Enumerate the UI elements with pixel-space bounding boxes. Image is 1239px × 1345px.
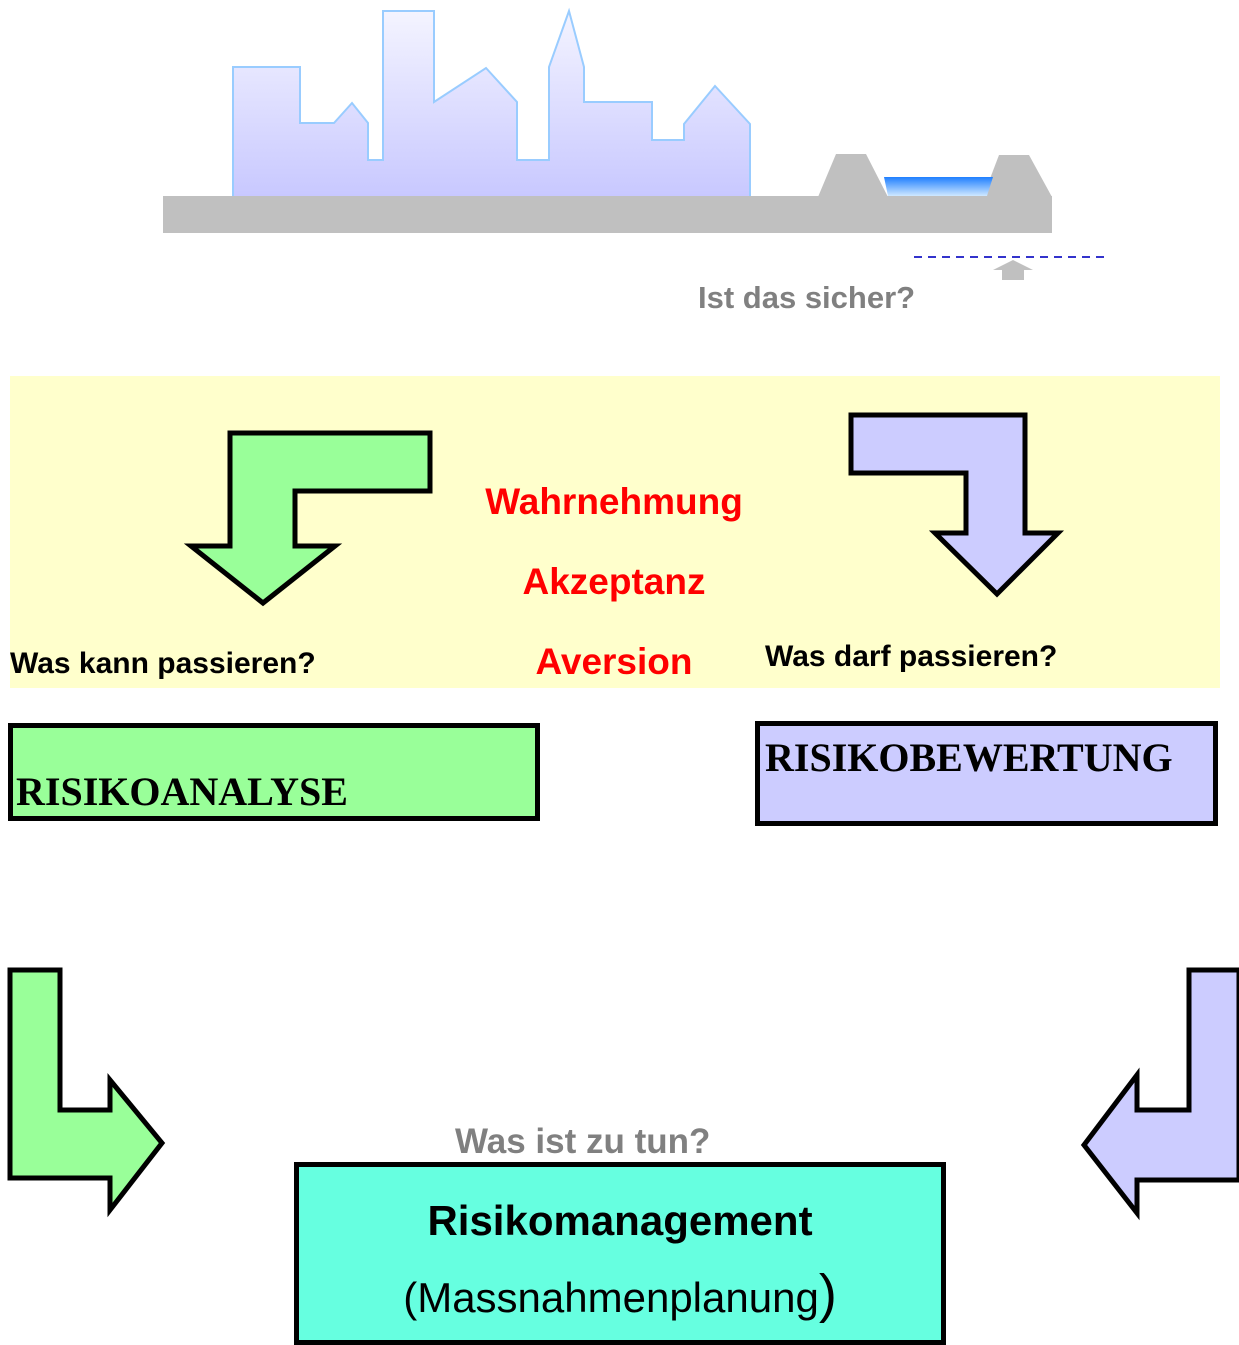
risk-evaluation-label: RISIKOBEWERTUNG (765, 735, 1173, 780)
dike (818, 154, 888, 197)
evaluation-left-arrow (1080, 967, 1239, 1221)
risk-management-box: Risikomanagement (Massnahmenplanung) (294, 1162, 946, 1345)
analysis-down-arrow (183, 430, 433, 607)
paren-open: ( (403, 1274, 418, 1321)
safety-question: Ist das sicher? (698, 280, 916, 315)
evaluation-down-arrow (848, 412, 1065, 598)
risk-analysis-label: RISIKOANALYSE (16, 769, 348, 814)
concept-perception: Wahrnehmung (485, 481, 743, 522)
river-water (884, 177, 993, 196)
left-question: Was kann passieren? (10, 647, 316, 680)
management-question: Was ist zu tun? (455, 1122, 711, 1161)
right-question: Was darf passieren? (765, 640, 1058, 673)
risk-management-subtitle: (Massnahmenplanung) (299, 1263, 941, 1325)
up-arrow-icon (993, 260, 1033, 280)
subtitle-text: Massnahmenplanung (417, 1274, 819, 1321)
risk-analysis-box: RISIKOANALYSE (8, 723, 540, 821)
city-skyline (232, 7, 751, 198)
paren-close: ) (818, 1264, 837, 1324)
analysis-right-arrow (7, 967, 166, 1218)
dike (983, 155, 1052, 197)
risk-evaluation-box: RISIKOBEWERTUNG (755, 721, 1218, 826)
concept-aversion: Aversion (535, 641, 693, 682)
risk-management-title: Risikomanagement (427, 1197, 813, 1244)
ground (163, 196, 1052, 233)
concept-acceptance: Akzeptanz (522, 561, 706, 602)
